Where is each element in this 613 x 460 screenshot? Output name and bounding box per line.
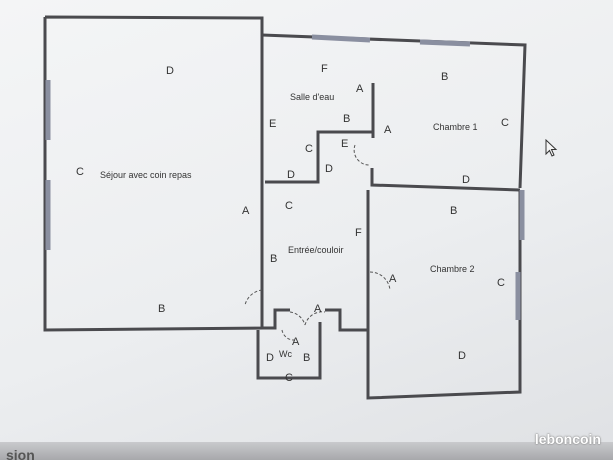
label-wc: Wc [279,349,292,359]
label-sejour: Séjour avec coin repas [100,170,192,180]
letter-salle-e: E [341,138,348,150]
door-sejour [244,289,263,306]
letter-ch1-left: A [384,124,392,136]
door-salle-eau [353,144,371,166]
letter-ch2-bottom: D [458,350,466,362]
letter-salle-top: F [321,63,328,75]
letter-sejour-top: D [166,65,174,77]
letter-salle-c: C [305,143,313,155]
letter-wc-top: A [292,336,300,348]
label-chambre1: Chambre 1 [433,122,478,132]
wall-chambre1-bottom [370,168,521,192]
letter-entree-left: B [270,253,277,265]
wall-salle-eau-inner [265,130,372,184]
wall-wc [256,322,322,380]
letter-salle-d: D [287,169,295,181]
partial-footer-text: sion [6,447,35,460]
label-salle-eau: Salle d'eau [290,92,334,102]
door-entree-main [289,311,326,326]
letter-sejour-right: A [242,205,250,217]
letter-wc-right: B [303,352,310,364]
letter-wc-bottom: C [285,372,293,384]
letter-salle-right: A [356,83,364,95]
wall-top-right [261,33,527,189]
letter-ch1-bottom: D [462,174,470,186]
letter-salle-d2: D [325,163,333,175]
label-chambre2: Chambre 2 [430,264,475,274]
letter-wc-left: D [266,352,274,364]
wall-chambre2 [366,190,522,400]
door-chambre2 [369,271,391,291]
letter-ch2-left: A [389,273,397,285]
letter-ch1-top: B [441,71,448,83]
letter-ch2-top: B [450,205,457,217]
letter-salle-left: E [269,118,276,130]
wall-entree-bottom-right [325,308,368,332]
door-wc [281,329,295,341]
letter-sejour-left: C [76,166,84,178]
wall-entree-bottom [262,308,290,330]
letter-ch2-right: C [497,277,505,289]
window-top-chambre1 [419,39,471,47]
mouse-cursor-icon [545,139,558,157]
letter-entree-bottom: A [314,303,322,315]
screen-bottom-bezel [0,442,613,460]
letter-sejour-bottom: B [158,303,165,315]
letter-entree-top: C [285,200,293,212]
letter-ch1-right: C [501,117,509,129]
letter-entree-right: F [355,227,362,239]
label-entree: Entrée/couloir [288,245,344,255]
letter-salle-b: B [343,113,350,125]
leboncoin-watermark: leboncoin [534,431,601,447]
window-top-salle-eau [311,34,371,43]
